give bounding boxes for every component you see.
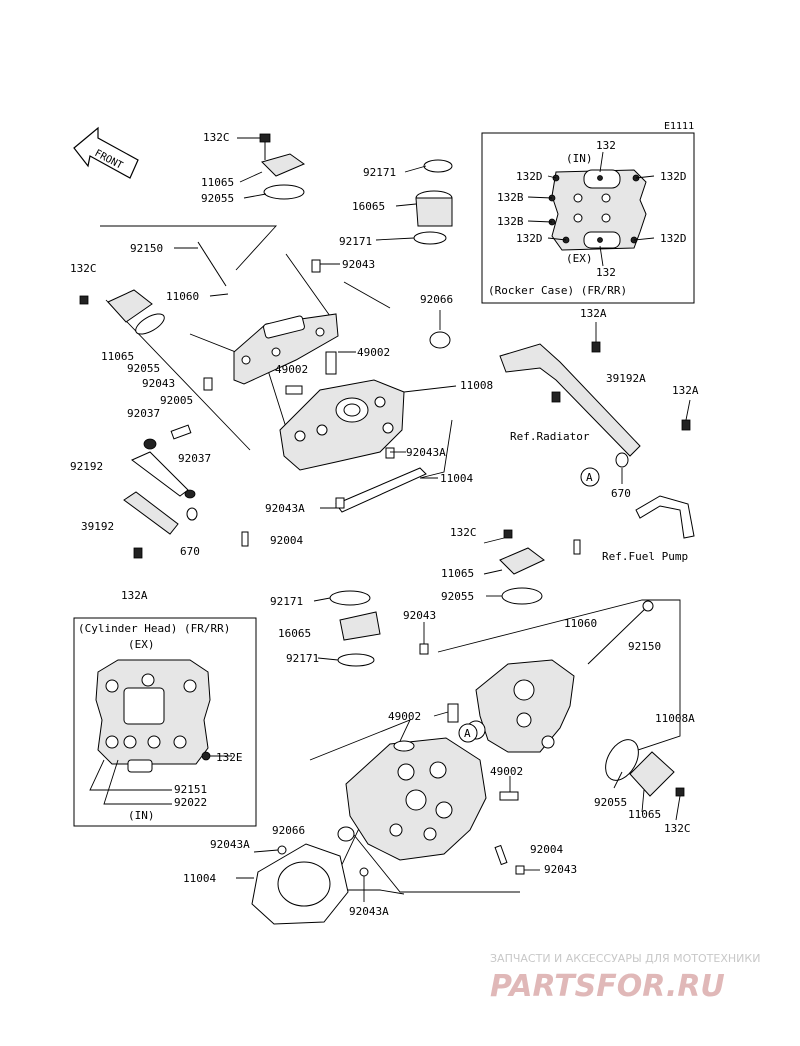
part-label: 49002 <box>357 346 390 359</box>
part-label: 11008 <box>460 379 493 392</box>
part-label: 92043A <box>406 446 446 459</box>
inset-rocker-part-132d-tl: 132D <box>516 170 543 183</box>
cylinder-head-inset: (Cylinder Head) (FR/RR) (EX) 132E 92151 … <box>73 617 257 827</box>
part-label: 670 <box>180 545 200 558</box>
part-label: 11060 <box>564 617 597 630</box>
part-label: 49002 <box>275 363 308 376</box>
inset-head-ex-label: (EX) <box>128 638 155 651</box>
part-label: 92055 <box>594 796 627 809</box>
part-label: 92192 <box>70 460 103 473</box>
part-label: 16065 <box>278 627 311 640</box>
part-label: 92043 <box>544 863 577 876</box>
inset-rocker-ex-label: (EX) <box>566 252 593 265</box>
inset-head-part-92151: 92151 <box>174 783 207 796</box>
inset-rocker-part-132-top: 132 <box>596 139 616 152</box>
inset-rocker-part-132d-br: 132D <box>660 232 687 245</box>
part-label: 49002 <box>490 765 523 778</box>
watermark-subtitle: ЗАПЧАСТИ И АКСЕССУАРЫ ДЛЯ МОТОТЕХНИКИ <box>490 952 760 965</box>
part-labels-lower: 132C 11065 92055 92171 92043 11060 92150… <box>183 526 695 918</box>
inset-rocker-part-132b-1: 132B <box>497 191 524 204</box>
part-label: 92066 <box>272 824 305 837</box>
part-label: 92037 <box>178 452 211 465</box>
front-arrow-icon: FRONT <box>73 126 139 179</box>
inset-head-part-92022: 92022 <box>174 796 207 809</box>
part-label: 132C <box>664 822 691 835</box>
part-label: 92150 <box>628 640 661 653</box>
part-label: 92171 <box>286 652 319 665</box>
callout-a-label-lower: A <box>464 727 471 740</box>
rocker-case-inset: 132 (IN) 132D 132D 132B 132B 132D 132D (… <box>481 132 695 304</box>
callout-a-marker-upper: A <box>580 467 600 487</box>
inset-head-part-132e: 132E <box>216 751 243 764</box>
part-label: 92043 <box>342 258 375 271</box>
inset-rocker-part-132b-2: 132B <box>497 215 524 228</box>
part-label: 132C <box>203 131 230 144</box>
part-label: 92066 <box>420 293 453 306</box>
part-label: 92171 <box>363 166 396 179</box>
part-label: 92043 <box>403 609 436 622</box>
watermark-logo: PARTSFOR.RU <box>490 969 725 1004</box>
inset-head-title: (Cylinder Head) (FR/RR) <box>78 622 230 635</box>
part-label: 92055 <box>127 362 160 375</box>
callout-a-marker-lower: A <box>458 723 478 743</box>
part-label: 92055 <box>441 590 474 603</box>
inset-rocker-part-132d-bl: 132D <box>516 232 543 245</box>
part-label: 11008A <box>655 712 695 725</box>
part-label: 11065 <box>441 567 474 580</box>
inset-head-in-label: (IN) <box>128 809 155 822</box>
part-label: 92043A <box>349 905 389 918</box>
part-labels-upper: 132C 11065 92055 92171 16065 92171 92150… <box>70 131 699 602</box>
ref-fuel-pump-label: Ref.Fuel Pump <box>602 550 688 563</box>
inset-rocker-part-132d-tr: 132D <box>660 170 687 183</box>
callout-a-label-upper: A <box>586 471 593 484</box>
upper-head-assembly <box>79 133 695 559</box>
part-label: 92004 <box>270 534 303 547</box>
part-label: 132A <box>580 307 607 320</box>
lower-head-assembly <box>251 529 685 925</box>
ref-radiator-label: Ref.Radiator <box>510 430 590 443</box>
part-label: 11060 <box>166 290 199 303</box>
inset-rocker-part-132-bottom: 132 <box>596 266 616 279</box>
part-label: 92171 <box>270 595 303 608</box>
part-label: 92171 <box>339 235 372 248</box>
inset-rocker-in-label: (IN) <box>566 152 593 165</box>
part-label: 11065 <box>628 808 661 821</box>
part-label: 11065 <box>201 176 234 189</box>
part-label: 11004 <box>440 472 473 485</box>
part-label: 11065 <box>101 350 134 363</box>
part-label: 11004 <box>183 872 216 885</box>
part-label: 92055 <box>201 192 234 205</box>
part-label: 16065 <box>352 200 385 213</box>
part-label: 39192A <box>606 372 646 385</box>
watermark: ЗАПЧАСТИ И АКСЕССУАРЫ ДЛЯ МОТОТЕХНИКИ PA… <box>490 952 760 1004</box>
part-label: 670 <box>611 487 631 500</box>
part-label: 92005 <box>160 394 193 407</box>
part-label: 92043 <box>142 377 175 390</box>
leader-lines <box>174 137 691 902</box>
inset-rocker-caption: (Rocker Case) (FR/RR) <box>488 284 627 297</box>
part-label: 132C <box>450 526 477 539</box>
part-label: 132A <box>672 384 699 397</box>
part-label: 92043A <box>265 502 305 515</box>
part-label: 39192 <box>81 520 114 533</box>
part-label: 92043A <box>210 838 250 851</box>
part-label: 132A <box>121 589 148 602</box>
diagram-code: E1111 <box>664 121 694 132</box>
part-label: 92037 <box>127 407 160 420</box>
part-label: 132C <box>70 262 97 275</box>
part-label: 92150 <box>130 242 163 255</box>
part-label: 92004 <box>530 843 563 856</box>
part-label: 49002 <box>388 710 421 723</box>
